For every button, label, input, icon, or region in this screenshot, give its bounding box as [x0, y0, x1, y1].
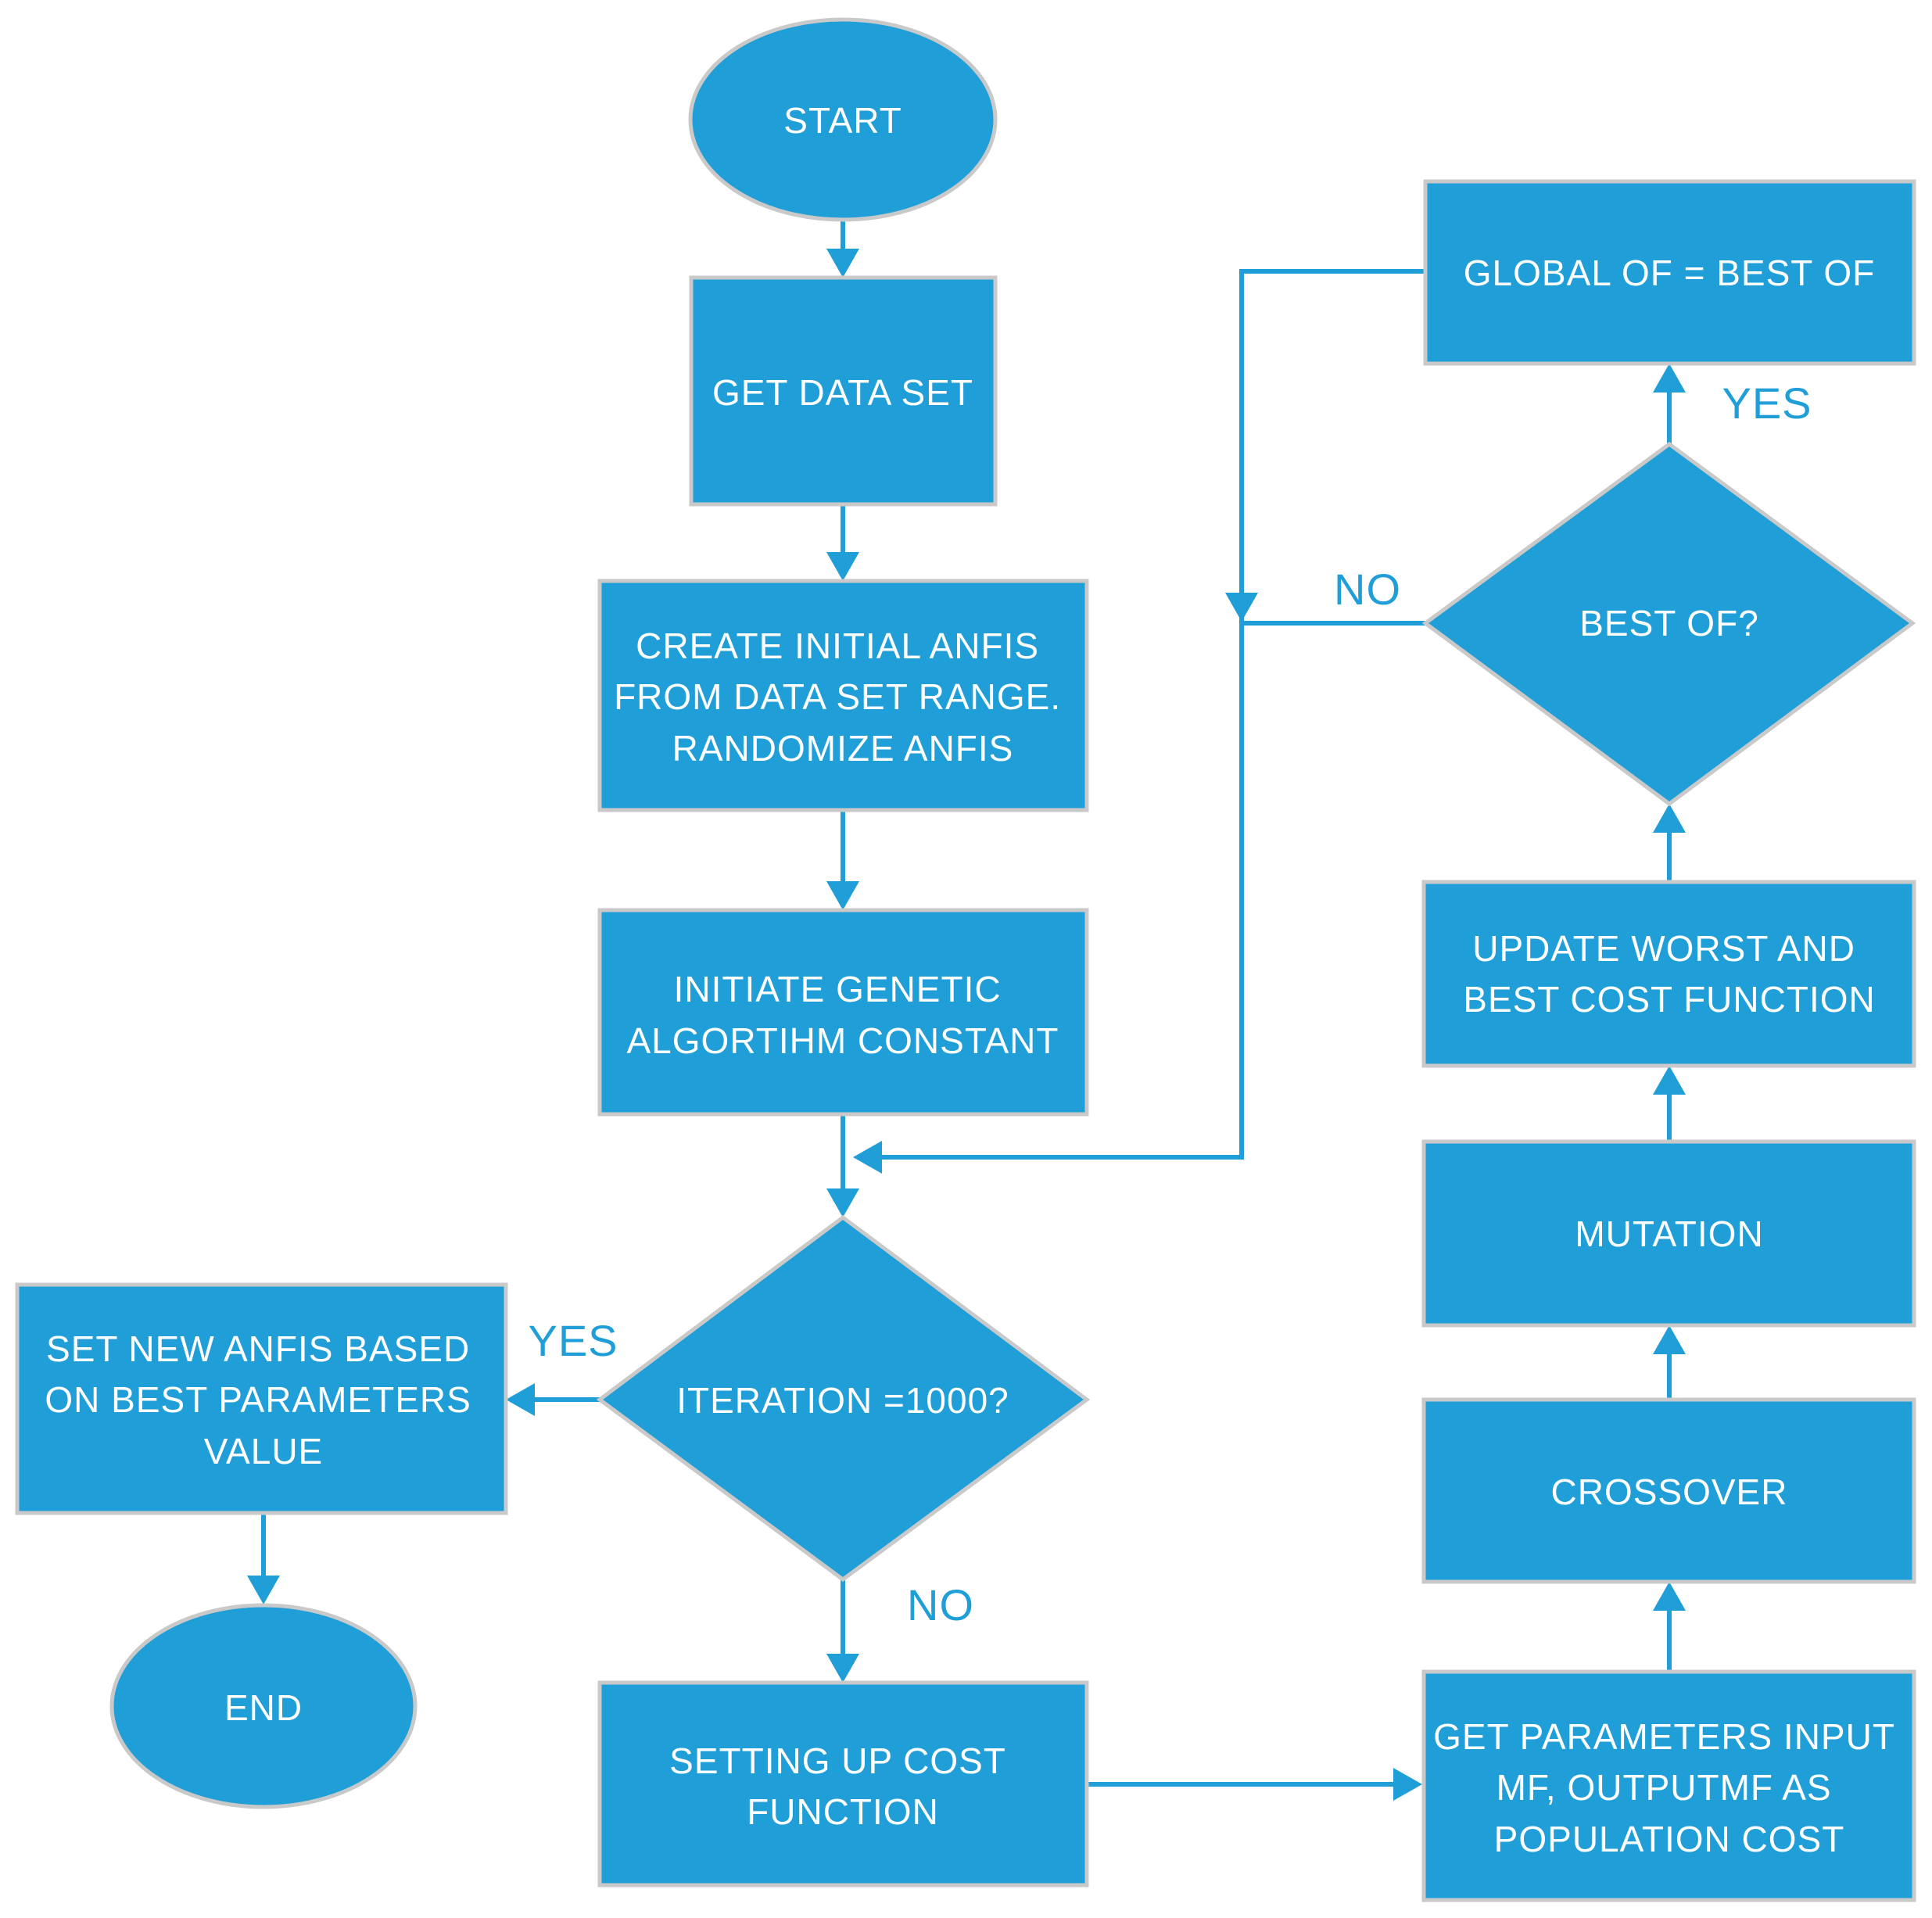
arrowhead — [826, 1188, 859, 1217]
node-mutation: MUTATION — [1421, 1139, 1916, 1328]
connectors — [247, 219, 1686, 1801]
node-get-params: GET PARAMETERS INPUT MF, OUTPUTMF AS POP… — [1421, 1669, 1916, 1902]
node-end: END — [109, 1603, 418, 1809]
iteration-diamond — [596, 1214, 1091, 1583]
node-set-new-anfis: SET NEW ANFIS BASED ON BEST PARAMETERS V… — [15, 1282, 508, 1515]
node-create-anfis: CREATE INITIAL ANFIS FROM DATA SET RANGE… — [597, 579, 1089, 812]
arrowhead — [1653, 364, 1686, 393]
node-get-data-set: GET DATA SET — [689, 275, 998, 507]
get-data-set-box — [689, 275, 998, 507]
node-best-of: BEST OF? — [1421, 441, 1916, 807]
iteration-label: ITERATION =1000? — [676, 1380, 1009, 1421]
best-of-label: BEST OF? — [1579, 603, 1759, 644]
global-of-box — [1423, 179, 1916, 366]
update-cost-box — [1421, 880, 1916, 1068]
mutation-box — [1421, 1139, 1916, 1328]
create-anfis-box — [597, 579, 1089, 812]
end-label: END — [224, 1687, 303, 1728]
initiate-ga-label: INITIATE GENETIC ALGORTIHM CONSTANT — [627, 969, 1059, 1061]
global-of-label: GLOBAL OF = BEST OF — [1464, 253, 1875, 293]
initiate-ga-box — [597, 908, 1089, 1117]
node-update-cost: UPDATE WORST AND BEST COST FUNCTION — [1421, 880, 1916, 1068]
get-data-set-label: GET DATA SET — [712, 372, 973, 413]
iteration-yes-label: YES — [528, 1316, 618, 1365]
arrowhead — [826, 1654, 859, 1683]
get-params-box — [1421, 1669, 1916, 1902]
arrowhead — [247, 1576, 280, 1604]
best-of-diamond — [1421, 441, 1916, 807]
crossover-box — [1421, 1397, 1916, 1584]
node-cost-function: SETTING UP COST FUNCTION — [597, 1680, 1089, 1888]
iteration-no-label: NO — [907, 1580, 974, 1629]
arrowhead — [1225, 593, 1258, 622]
node-initiate-ga: INITIATE GENETIC ALGORTIHM CONSTANT — [597, 908, 1089, 1117]
arrowhead — [1653, 1582, 1686, 1611]
arrowhead — [1653, 1325, 1686, 1354]
create-anfis-label: CREATE INITIAL ANFIS FROM DATA SET RANGE… — [614, 626, 1072, 769]
node-crossover: CROSSOVER — [1421, 1397, 1916, 1584]
edge-labels: YES NO YES NO — [528, 378, 1812, 1629]
cost-function-label: SETTING UP COST FUNCTION — [669, 1741, 1016, 1832]
best-of-yes-label: YES — [1722, 378, 1812, 428]
end-ellipse — [109, 1603, 418, 1809]
update-cost-label: UPDATE WORST AND BEST COST FUNCTION — [1463, 928, 1875, 1020]
node-global-of: GLOBAL OF = BEST OF — [1423, 179, 1916, 366]
arrowhead — [826, 552, 859, 581]
get-params-label: GET PARAMETERS INPUT MF, OUTPUTMF AS POP… — [1433, 1716, 1905, 1859]
set-new-anfis-label: SET NEW ANFIS BASED ON BEST PARAMETERS V… — [45, 1328, 482, 1472]
start-ellipse — [688, 17, 998, 222]
best-of-no-label: NO — [1334, 565, 1401, 614]
arrowhead — [1393, 1768, 1422, 1801]
edge-global-of-loop — [882, 269, 1425, 1160]
arrowhead — [506, 1383, 535, 1416]
arrowhead — [853, 1141, 882, 1174]
arrowhead — [826, 881, 859, 910]
mutation-label: MUTATION — [1575, 1214, 1763, 1254]
arrowhead — [1653, 1066, 1686, 1095]
start-label: START — [783, 100, 902, 141]
node-iteration: ITERATION =1000? — [596, 1214, 1091, 1583]
arrowhead — [826, 249, 859, 278]
arrowhead — [1653, 804, 1686, 833]
node-start: START — [688, 17, 998, 222]
crossover-label: CROSSOVER — [1551, 1472, 1788, 1512]
set-new-anfis-box — [15, 1282, 508, 1515]
cost-function-box — [597, 1680, 1089, 1888]
